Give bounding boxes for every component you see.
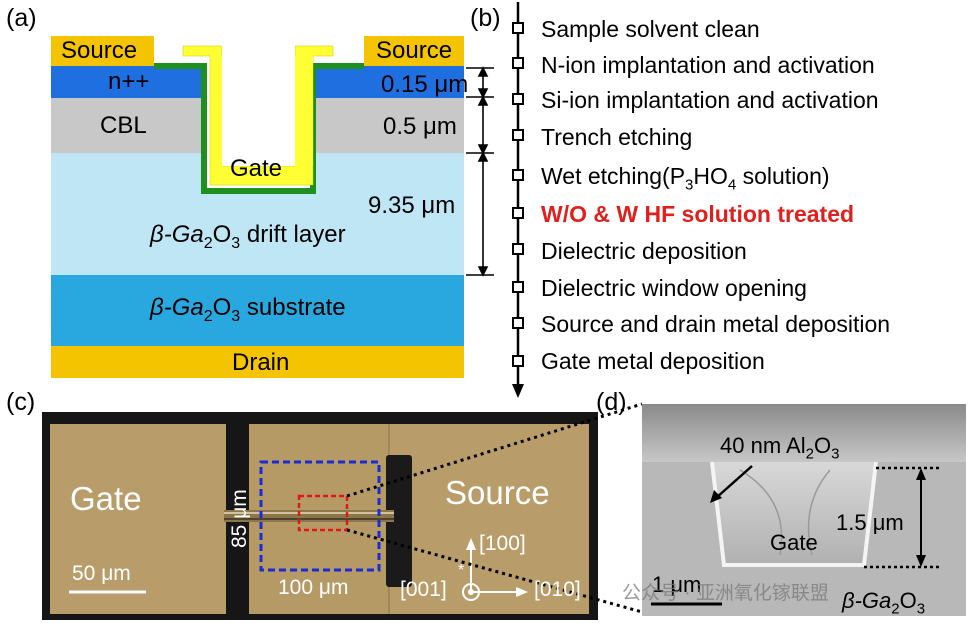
source-right-label: Source <box>376 37 453 64</box>
gate-pad-label: Gate <box>70 480 142 517</box>
step-10: Gate metal deposition <box>541 348 765 374</box>
panel-d-label: (d) <box>596 388 627 416</box>
step-1: Sample solvent clean <box>541 16 760 42</box>
step-4: Trench etching <box>541 124 693 150</box>
depth-label: 1.5 μm <box>836 510 904 535</box>
gate-sem-label: Gate <box>770 530 818 555</box>
panel-b-label: (b) <box>470 4 501 32</box>
blue-region-box <box>259 460 381 572</box>
source-left-label: Source <box>61 37 138 64</box>
substrate-label: β-Ga2O3 substrate <box>150 294 346 325</box>
panel-c-label: (c) <box>6 388 36 416</box>
star-mark: * <box>458 562 465 579</box>
nplus-label: n++ <box>108 68 150 95</box>
step-2: N-ion implantation and activation <box>541 52 875 78</box>
gate-bus <box>386 455 412 587</box>
substrate-layer <box>51 275 464 346</box>
drift-thickness: 9.35 μm <box>368 192 456 219</box>
oxide-label: 40 nm Al2O3 <box>720 433 840 463</box>
step-7: Dielectric deposition <box>541 238 747 264</box>
step-node <box>512 129 524 141</box>
gate-fill <box>712 462 876 565</box>
gate-pad <box>50 424 226 614</box>
step-node <box>512 207 524 219</box>
thickness-dimensions <box>466 66 494 277</box>
panel-a-label: (a) <box>6 4 37 32</box>
step-node <box>512 281 524 293</box>
cbl-label: CBL <box>100 112 147 139</box>
red-region-box <box>297 494 349 532</box>
gate-label: Gate <box>230 155 283 182</box>
axis-100-label: [100] <box>479 532 526 555</box>
step-3: Si-ion implantation and activation <box>541 87 879 113</box>
step-node <box>512 169 524 181</box>
step-node <box>512 22 524 34</box>
step-9: Source and drain metal deposition <box>541 311 891 337</box>
scale-1um-label: 1 μm <box>652 572 702 597</box>
step-6-highlighted: W/O & W HF solution treated <box>541 201 855 227</box>
step-node <box>512 243 524 255</box>
device-cross-section <box>51 36 494 378</box>
step-node <box>512 317 524 329</box>
axis-010-label: [010] <box>534 578 581 601</box>
substrate-region <box>642 462 966 616</box>
nplus-thickness: 0.15 μm <box>381 71 469 98</box>
axis-001-label: [001] <box>400 578 447 601</box>
drain-layer <box>51 346 464 378</box>
dim-100-label: 100 μm <box>278 576 349 599</box>
step-node <box>512 355 524 367</box>
step-node <box>512 57 524 69</box>
step-5: Wet etching(P3HO4 solution) <box>541 163 830 194</box>
oxide-liner <box>710 461 878 567</box>
step-8: Dielectric window opening <box>541 275 807 301</box>
source-pad-label: Source <box>445 474 550 511</box>
drift-layer-label: β-Ga2O3 drift layer <box>150 221 346 252</box>
watermark: 公众号 · 亚洲氧化镓联盟 <box>622 583 829 604</box>
step-node <box>512 93 524 105</box>
material-label: β-Ga2O3 <box>842 588 926 618</box>
cbl-thickness: 0.5 μm <box>383 113 457 140</box>
drain-label: Drain <box>232 349 290 376</box>
source-right-pad <box>364 36 464 66</box>
process-flow-arrow <box>512 2 524 398</box>
scale-50-label: 50 μm <box>72 562 131 585</box>
source-left-pad <box>51 36 154 66</box>
